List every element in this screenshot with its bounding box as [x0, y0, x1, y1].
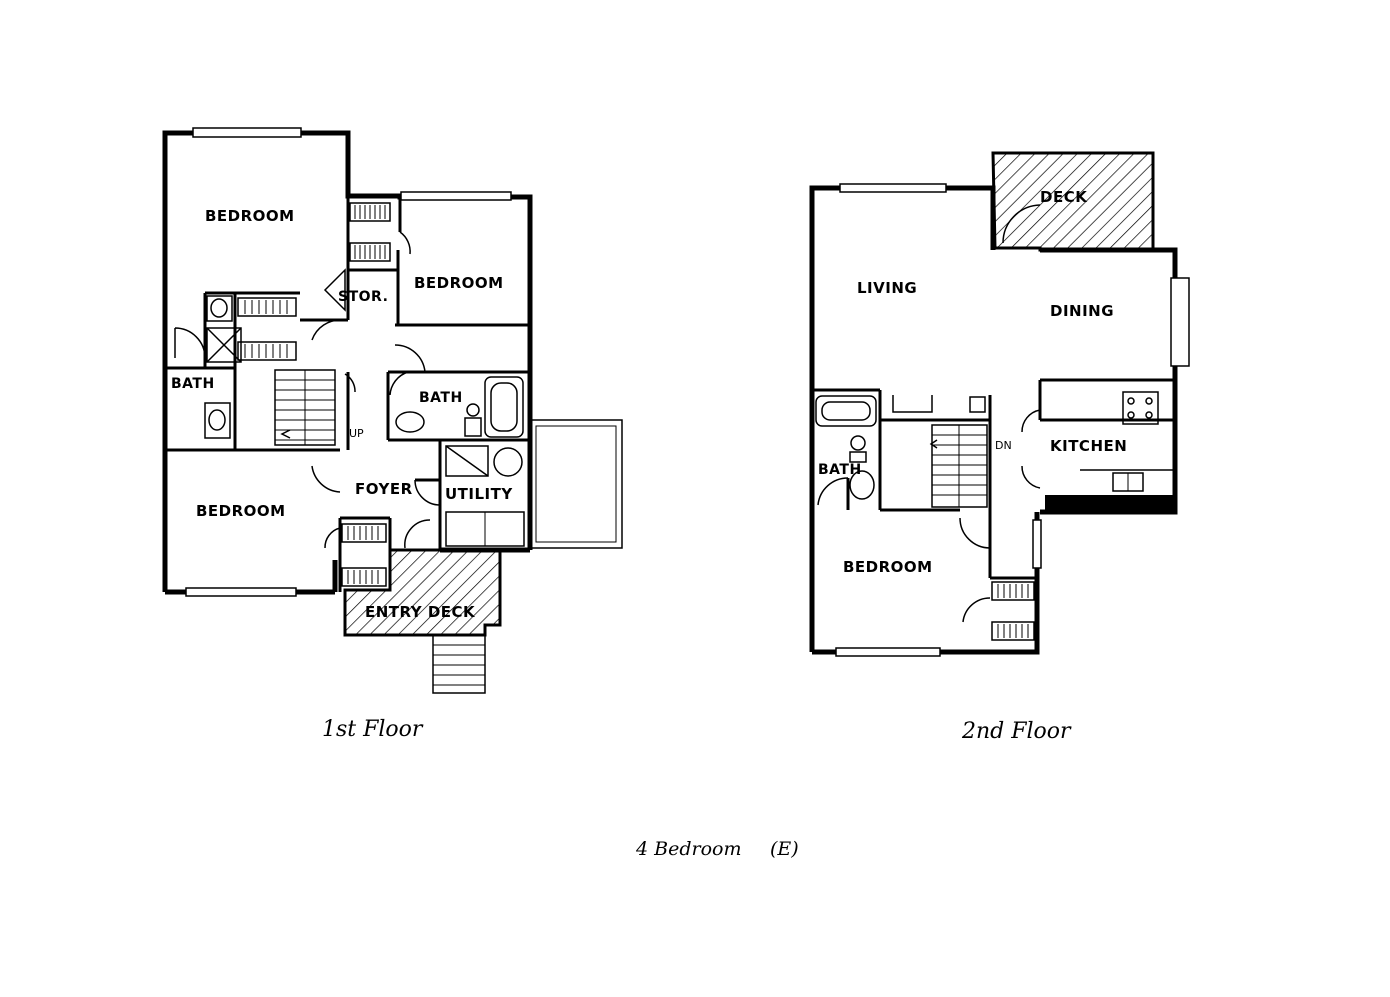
dining-label: DINING	[1050, 302, 1114, 320]
utility-label: UTILITY	[445, 485, 513, 503]
bedroom-middle-label: BEDROOM	[414, 274, 504, 292]
storage-label: STOR.	[338, 289, 388, 305]
entry-steps	[432, 634, 486, 694]
bath-center-label: BATH	[419, 390, 463, 406]
second-floor-plan: DECK LIVING DINING KITCHEN BATH BEDROOM …	[809, 151, 1190, 744]
stair-down-label: DN	[995, 439, 1012, 452]
living-label: LIVING	[857, 279, 917, 297]
stair-up-label: UP	[349, 427, 364, 440]
first-floor-plan: BEDROOM BEDROOM BEDROOM STOR. BATH BATH …	[162, 127, 623, 742]
first-floor-caption: 1st Floor	[322, 717, 424, 742]
second-floor-caption: 2nd Floor	[961, 719, 1072, 744]
bedroom-bottom-label: BEDROOM	[196, 502, 286, 520]
entry-deck-label: ENTRY DECK	[365, 603, 476, 621]
deck-label: DECK	[1040, 188, 1088, 206]
bath-label: BATH	[818, 462, 862, 478]
second-floor-stairs	[929, 424, 988, 508]
foyer-label: FOYER	[355, 480, 413, 498]
bedroom-label: BEDROOM	[843, 558, 933, 576]
first-floor-stairs	[274, 369, 336, 446]
plan-title-label: 4 Bedroom	[635, 838, 741, 860]
bath-left-label: BATH	[171, 376, 215, 392]
plan-title-code: (E)	[770, 838, 799, 860]
kitchen-label: KITCHEN	[1050, 437, 1127, 455]
closet-shelving	[237, 202, 391, 587]
bedroom-top-label: BEDROOM	[205, 207, 295, 225]
